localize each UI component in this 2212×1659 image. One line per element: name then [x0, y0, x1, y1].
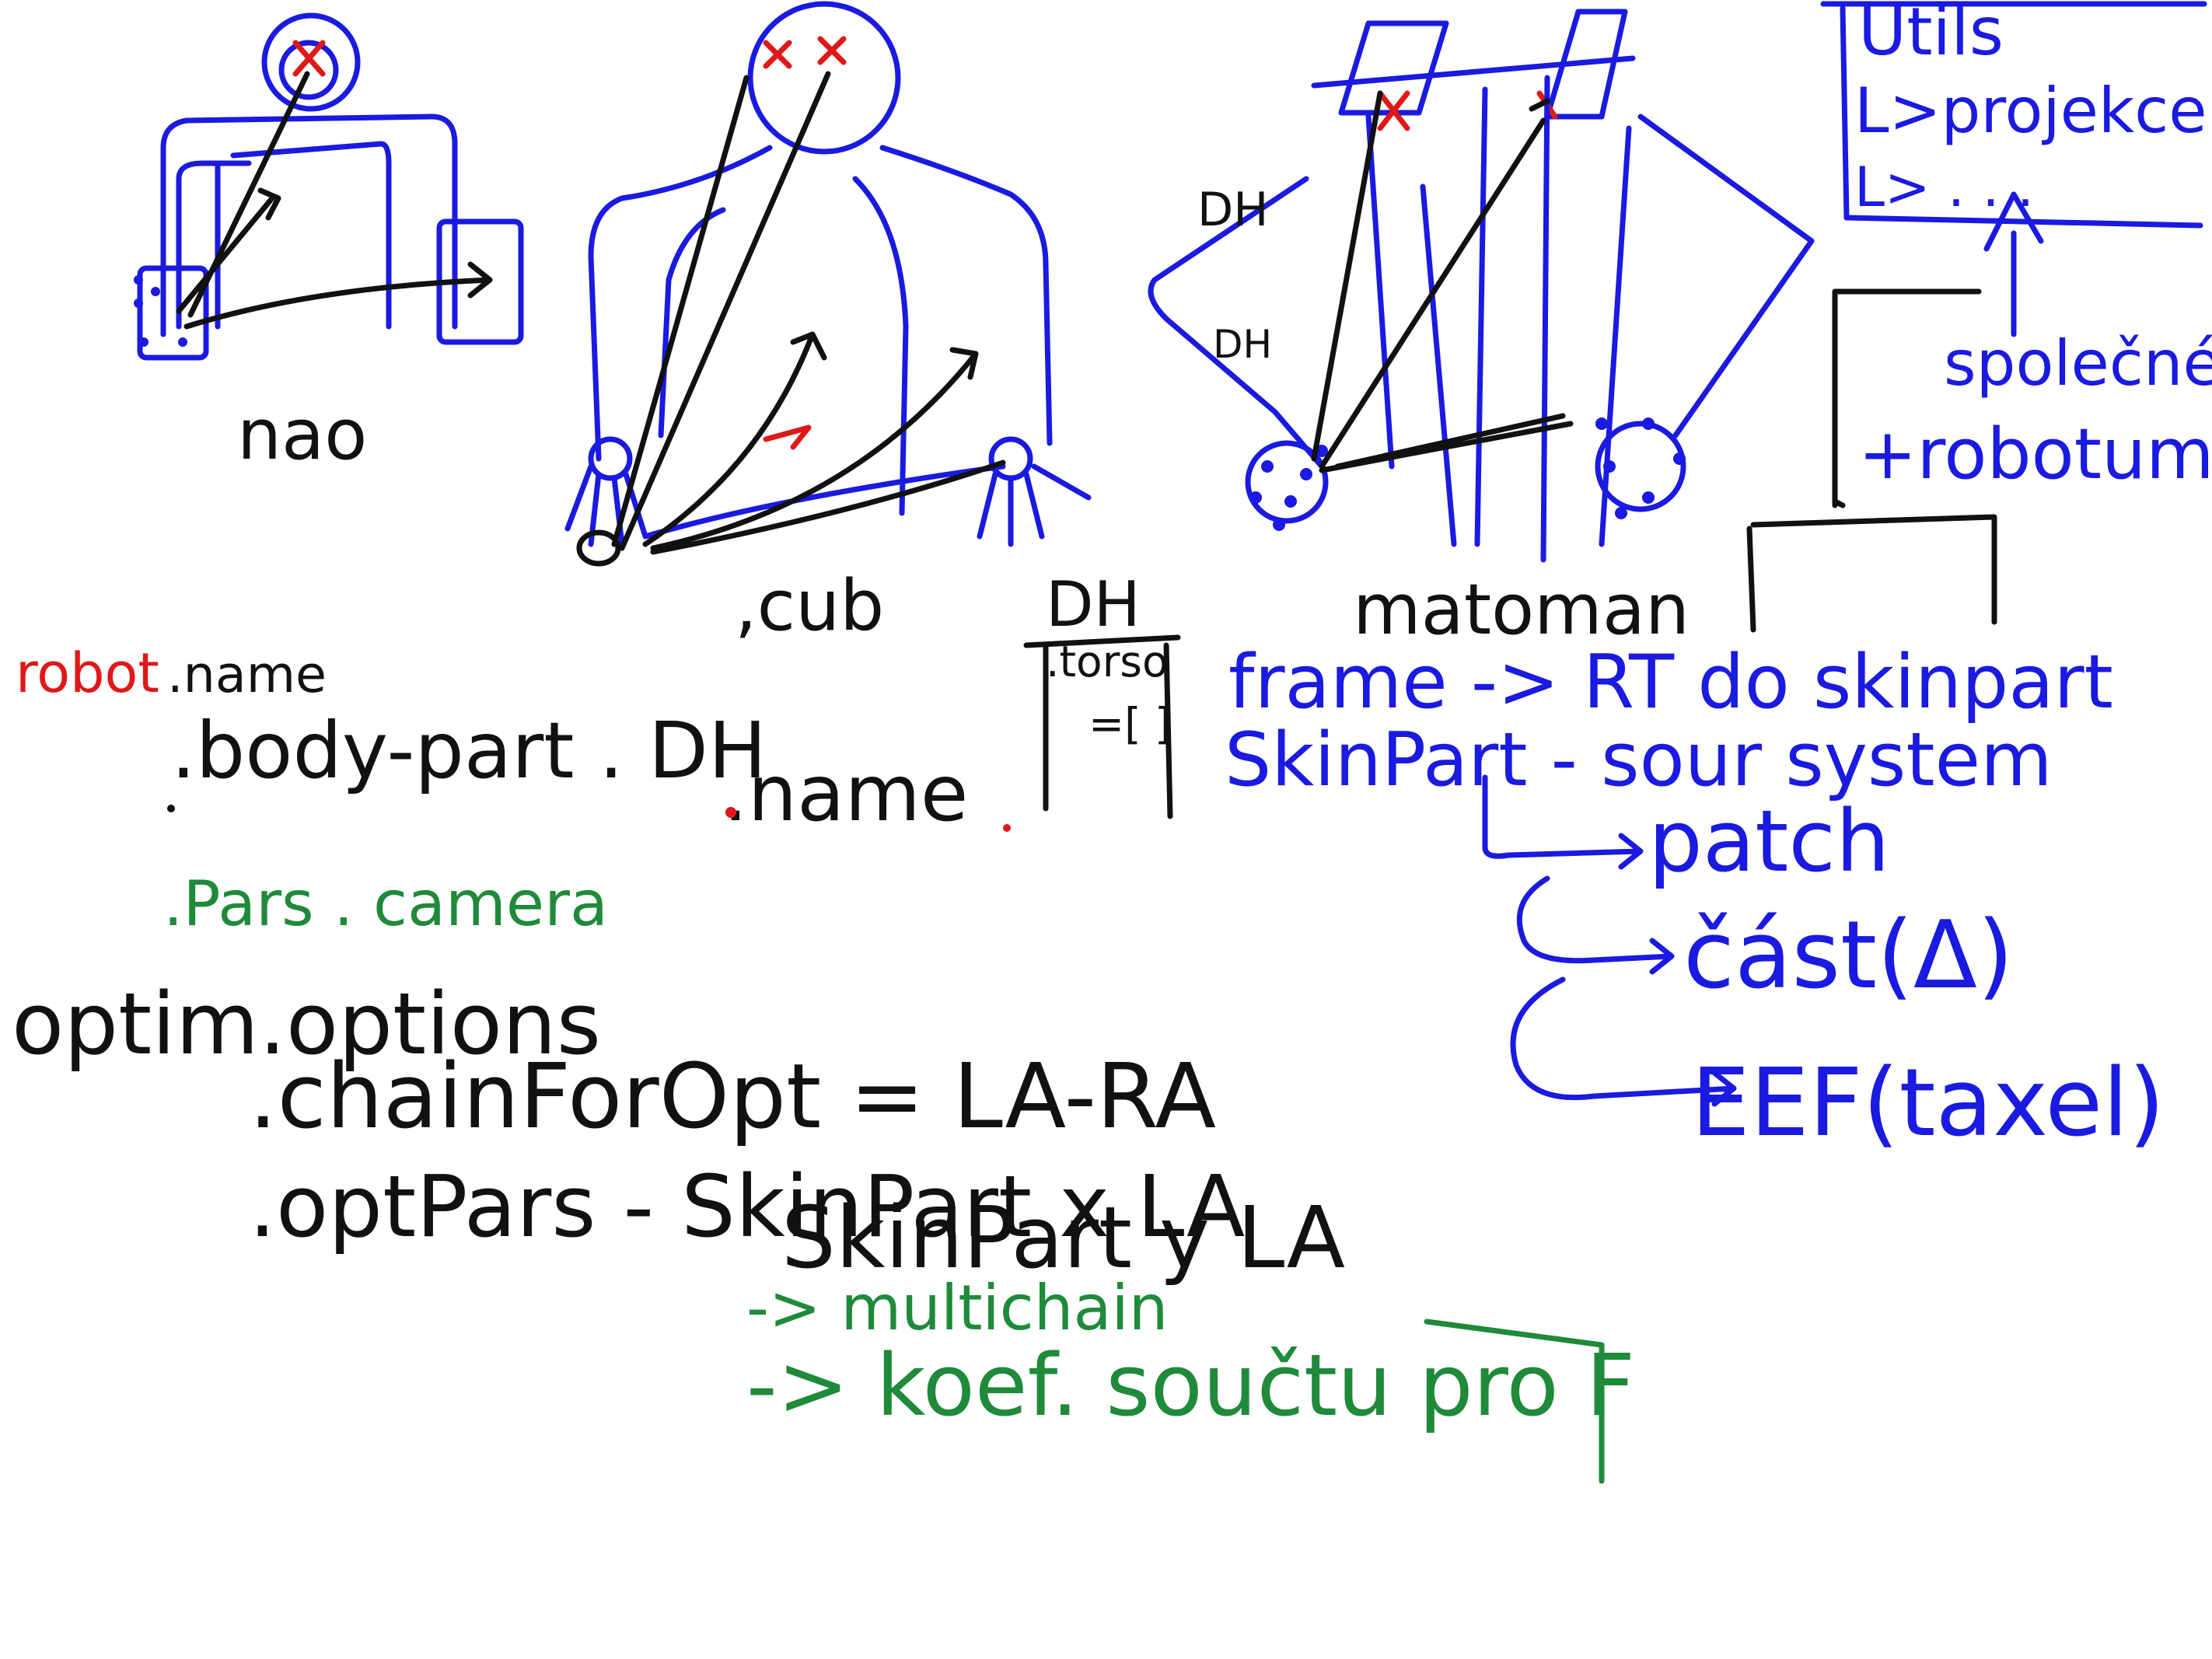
label-icub: ,cub	[735, 565, 884, 647]
dh-box	[1023, 634, 1181, 819]
code-dot-name: .name	[723, 748, 968, 839]
label-nao: nao	[237, 394, 367, 476]
code-opt-pars-1: .optPars - SkinPart x LA	[249, 1157, 1245, 1256]
label-dh-top: DH	[1046, 568, 1141, 641]
panel-projekce: L>projekce	[1854, 75, 2207, 147]
icub-sketch	[564, 1, 1092, 567]
code-body-part: .body-part . DH	[171, 705, 767, 796]
nao-sketch	[134, 12, 524, 361]
skin-frame: frame -> RT do skinpart	[1228, 640, 2113, 725]
panel-frobotum: +robotum	[1858, 414, 2212, 495]
dh-torso: .torso	[1046, 637, 1169, 686]
matoman-sketch	[1148, 9, 1815, 563]
dh-torso-bracket: =[ ]	[1089, 699, 1171, 749]
code-chain-for-opt: .chainForOpt = LA-RA	[249, 1045, 1216, 1149]
panel-dots: L> . . .	[1854, 155, 2034, 219]
code-optim-options: optim.options	[12, 974, 601, 1074]
code-robot-prefix: robot	[16, 641, 159, 705]
code-opt-pars-2: SkinPart y LA	[781, 1188, 1345, 1287]
code-multi-chain: -> multichain	[746, 1272, 1168, 1344]
label-dh-small-2: DH	[1213, 322, 1272, 367]
code-pars-camera: .Pars . camera	[163, 868, 608, 940]
skin-skinpart: SkinPart - sour system	[1225, 718, 2053, 803]
skin-cast: část(Δ)	[1683, 902, 2014, 1010]
skin-patch: patch	[1648, 791, 1890, 891]
panel-utils: Utils	[1858, 0, 2004, 71]
label-dh-small-1: DH	[1197, 183, 1268, 237]
panel-spolecne: společné	[1944, 327, 2212, 400]
skin-eef: EEF(taxel)	[1691, 1050, 2165, 1158]
code-koef: -> koef. součtu pro F	[746, 1336, 1635, 1435]
utils-panel	[1746, 1, 2207, 633]
skin-tree-connectors	[1482, 774, 1737, 1107]
label-matoman: matoman	[1353, 569, 1690, 651]
code-robot-suffix: .name	[167, 646, 327, 704]
